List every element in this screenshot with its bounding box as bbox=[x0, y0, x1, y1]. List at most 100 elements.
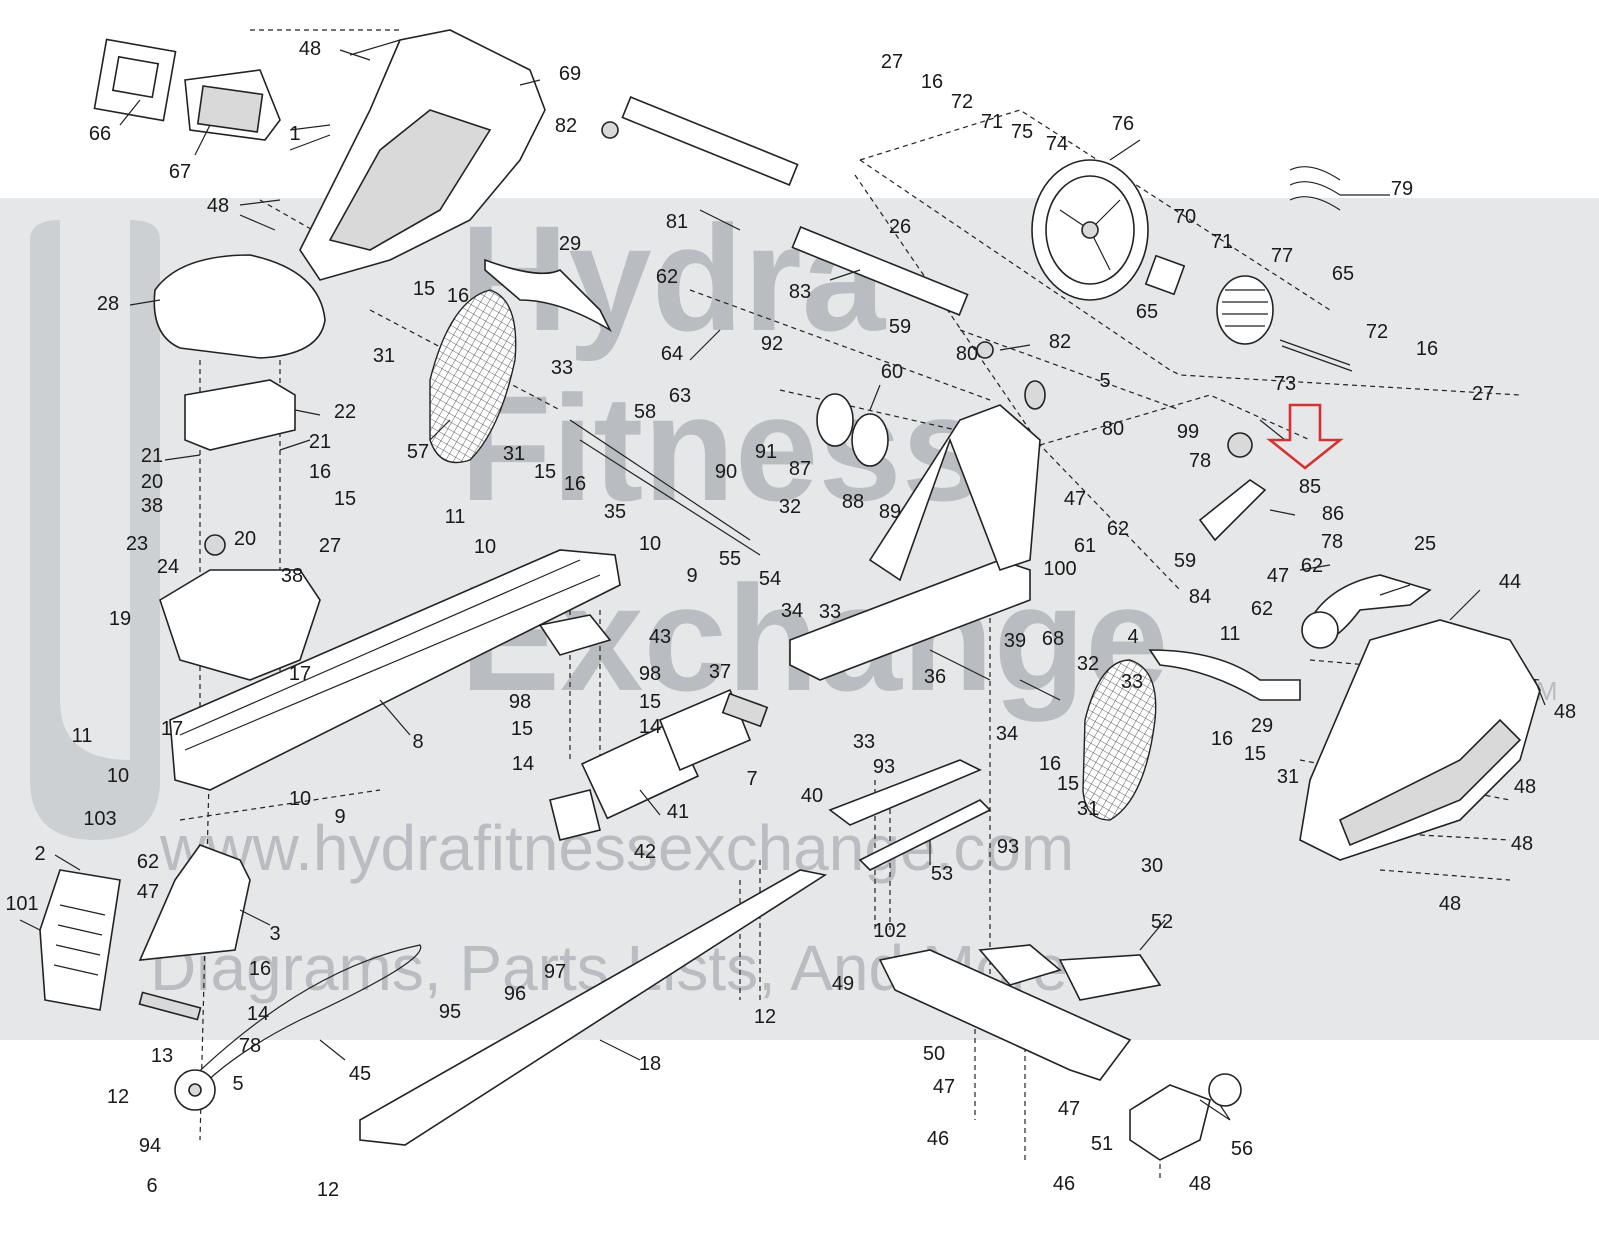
part-callout-44: 44 bbox=[1499, 571, 1521, 593]
part-callout-74: 74 bbox=[1046, 133, 1068, 155]
part-callout-16b: 16 bbox=[249, 958, 271, 980]
part-callout-62e: 62 bbox=[1251, 598, 1273, 620]
part-callout-33c: 33 bbox=[853, 731, 875, 753]
part-callout-19: 19 bbox=[109, 608, 131, 630]
drive-belt bbox=[179, 944, 422, 1107]
axle-tube-81 bbox=[621, 96, 799, 186]
part-callout-101: 101 bbox=[5, 893, 38, 915]
part-callout-14c: 14 bbox=[512, 753, 534, 775]
part-callout-73: 73 bbox=[1274, 373, 1296, 395]
part-callout-32b: 32 bbox=[1077, 653, 1099, 675]
part-callout-65a: 65 bbox=[1332, 263, 1354, 285]
part-callout-27c: 27 bbox=[1472, 383, 1494, 405]
part-callout-78b: 78 bbox=[1189, 450, 1211, 472]
part-callout-36: 36 bbox=[924, 666, 946, 688]
part-callout-46b: 46 bbox=[1053, 1173, 1075, 1195]
part-callout-15d: 15 bbox=[413, 278, 435, 300]
part-callout-10c: 10 bbox=[639, 533, 661, 555]
part-callout-21a: 21 bbox=[141, 445, 163, 467]
part-callout-47d: 47 bbox=[1064, 488, 1086, 510]
part-callout-87: 87 bbox=[789, 458, 811, 480]
part-callout-89: 89 bbox=[879, 501, 901, 523]
part-callout-15b: 15 bbox=[639, 691, 661, 713]
part-callout-48a: 48 bbox=[299, 38, 321, 60]
torsion-spring bbox=[1289, 166, 1341, 211]
part-callout-80a: 80 bbox=[956, 343, 978, 365]
part-callout-86: 86 bbox=[1322, 503, 1344, 525]
part-callout-39: 39 bbox=[1004, 630, 1026, 652]
part-callout-49: 49 bbox=[832, 973, 854, 995]
part-callout-16d: 16 bbox=[564, 473, 586, 495]
part-callout-38b: 38 bbox=[281, 565, 303, 587]
part-callout-32a: 32 bbox=[779, 496, 801, 518]
part-callout-26: 26 bbox=[889, 216, 911, 238]
bracket-85 bbox=[1198, 479, 1267, 542]
part-callout-95: 95 bbox=[439, 1001, 461, 1023]
part-callout-33a: 33 bbox=[551, 357, 573, 379]
part-callout-12b: 12 bbox=[317, 1179, 339, 1201]
part-callout-24: 24 bbox=[157, 556, 179, 578]
part-callout-60: 60 bbox=[881, 361, 903, 383]
console-grille bbox=[328, 109, 492, 251]
part-callout-16e: 16 bbox=[1039, 753, 1061, 775]
left-pedal bbox=[429, 289, 517, 464]
part-callout-11c: 11 bbox=[1220, 623, 1241, 645]
part-callout-93b: 93 bbox=[997, 836, 1019, 858]
part-callout-84: 84 bbox=[1189, 586, 1211, 608]
part-callout-59b: 59 bbox=[1174, 550, 1196, 572]
parts bbox=[39, 29, 1541, 1161]
part-callout-31a: 31 bbox=[373, 345, 395, 367]
part-callout-15g: 15 bbox=[1244, 743, 1266, 765]
right-pedal bbox=[1082, 659, 1157, 821]
part-callout-55: 55 bbox=[719, 548, 741, 570]
part-callout-21b: 21 bbox=[309, 431, 331, 453]
part-callout-18: 18 bbox=[639, 1053, 661, 1075]
part-callout-56: 56 bbox=[1231, 1138, 1253, 1160]
part-callout-47e: 47 bbox=[1267, 565, 1289, 587]
part-callout-17b: 17 bbox=[161, 718, 183, 740]
part-callout-15c: 15 bbox=[511, 718, 533, 740]
part-callout-62c: 62 bbox=[1107, 518, 1129, 540]
part-callout-48f: 48 bbox=[1511, 833, 1533, 855]
part-callout-81: 81 bbox=[666, 211, 688, 233]
part-callout-40: 40 bbox=[801, 785, 823, 807]
part-callout-37: 37 bbox=[709, 661, 731, 683]
part-callout-16a: 16 bbox=[309, 461, 331, 483]
watermark-logo-icon bbox=[30, 220, 160, 840]
part-callout-46a: 46 bbox=[927, 1128, 949, 1150]
part-callout-62d: 62 bbox=[1301, 555, 1323, 577]
part-callout-48b: 48 bbox=[207, 195, 229, 217]
part-callout-20a: 20 bbox=[141, 471, 163, 493]
part-callout-3: 3 bbox=[269, 923, 280, 945]
part-callout-85: 85 bbox=[1299, 476, 1321, 498]
part-callout-103: 103 bbox=[83, 808, 116, 830]
part-callout-88: 88 bbox=[842, 491, 864, 513]
wheel bbox=[1208, 1073, 1242, 1107]
part-callout-79: 79 bbox=[1391, 178, 1413, 200]
part-callout-48e: 48 bbox=[1514, 776, 1536, 798]
pulley-60b bbox=[851, 413, 889, 467]
part-callout-5b: 5 bbox=[1099, 370, 1110, 392]
part-callout-16f: 16 bbox=[1211, 728, 1233, 750]
part-callout-41: 41 bbox=[667, 801, 689, 823]
part-callout-12a: 12 bbox=[107, 1086, 129, 1108]
part-callout-67: 67 bbox=[169, 161, 191, 183]
part-callout-100: 100 bbox=[1043, 558, 1076, 580]
part-callout-10a: 10 bbox=[107, 765, 129, 787]
part-callout-27a: 27 bbox=[319, 535, 341, 557]
part-callout-90: 90 bbox=[715, 461, 737, 483]
part-callout-92: 92 bbox=[761, 333, 783, 355]
part-callout-38a: 38 bbox=[141, 495, 163, 517]
part-callout-47a: 47 bbox=[137, 881, 159, 903]
part-callout-72b: 72 bbox=[1366, 321, 1388, 343]
part-callout-14b: 14 bbox=[639, 716, 661, 738]
bottom-rail bbox=[359, 869, 828, 1146]
seat-base-bracket bbox=[159, 569, 321, 681]
part-callout-4: 4 bbox=[1127, 626, 1138, 648]
part-callout-62b: 62 bbox=[656, 266, 678, 288]
part-callout-6: 6 bbox=[146, 1175, 157, 1197]
part-callout-97: 97 bbox=[544, 961, 566, 983]
part-callout-65b: 65 bbox=[1136, 301, 1158, 323]
rear-base-cover bbox=[978, 944, 1162, 1001]
